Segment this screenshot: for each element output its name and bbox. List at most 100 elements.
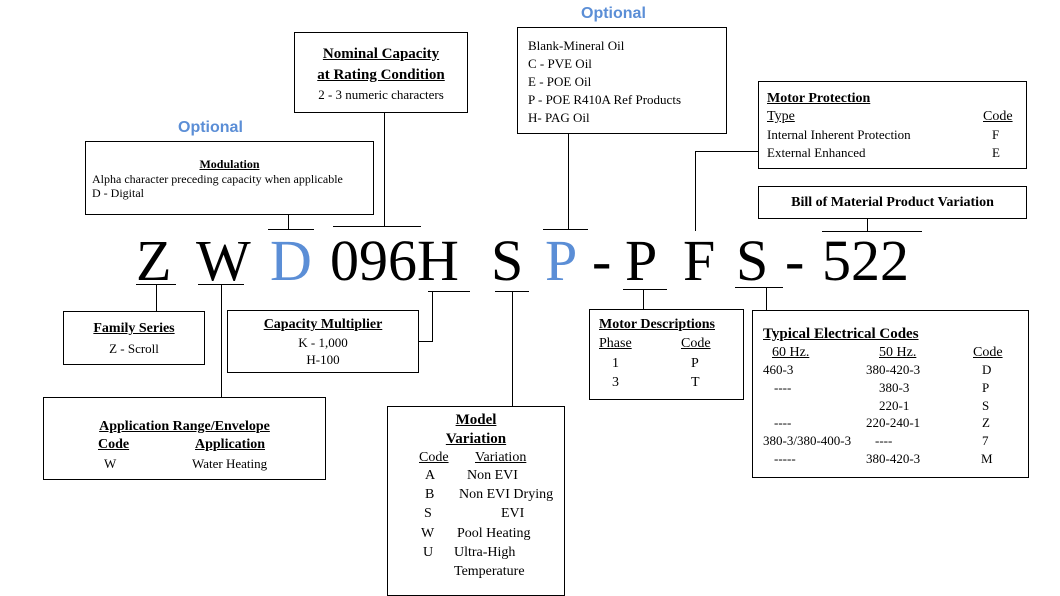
code-underline — [428, 291, 470, 292]
electrical-code: 7 — [982, 433, 989, 448]
capacity-multiplier-title: Capacity Multiplier — [263, 317, 383, 332]
electrical-50hz: 380-420-3 — [866, 362, 921, 377]
nominal-capacity-box: Nominal Capacity at Rating Condition 2 -… — [294, 32, 468, 113]
nominal-capacity-title: Nominal Capacity — [322, 46, 440, 62]
code-underline — [268, 229, 314, 230]
code-underline — [822, 231, 922, 232]
connector-line — [512, 291, 513, 406]
motor-descriptions-phase-header: Phase — [599, 336, 632, 351]
model-variation-var-header: Variation — [475, 450, 527, 465]
nominal-capacity-desc: 2 - 3 numeric characters — [318, 87, 444, 102]
code-char-family: Z — [136, 228, 172, 293]
electrical-60hz: 380-3/380-400-3 — [763, 433, 852, 448]
code-char-oil: P — [545, 228, 578, 293]
motor-protection-type: External Enhanced — [767, 145, 866, 160]
code-char-bom: 522 — [822, 228, 909, 293]
code-char-modulation: D — [270, 228, 312, 293]
nominal-capacity-subtitle: at Rating Condition — [317, 67, 445, 83]
connector-line — [766, 287, 767, 311]
electrical-60hz-header: 60 Hz. — [772, 345, 810, 360]
code-char-dash: - — [592, 228, 612, 293]
connector-line — [418, 341, 433, 342]
connector-line — [695, 151, 758, 152]
electrical-code: P — [982, 380, 990, 395]
connector-line — [695, 151, 696, 231]
motor-protection-code: F — [992, 127, 1000, 142]
oil-box: Blank-Mineral Oil C - PVE Oil E - POE Oi… — [517, 27, 727, 134]
motor-protection-title: Motor Protection — [767, 91, 871, 106]
application-code-header: Code — [98, 437, 130, 452]
application-name: Water Heating — [192, 456, 268, 471]
electrical-code: D — [982, 362, 992, 377]
model-variation-box: Model Variation Code Variation A Non EVI… — [387, 406, 565, 596]
bom-box: Bill of Material Product Variation — [758, 186, 1027, 219]
modulation-digital: D - Digital — [92, 186, 144, 200]
connector-line — [156, 284, 157, 311]
code-underline — [543, 229, 588, 230]
model-variation-code: B — [425, 487, 435, 502]
electrical-60hz: ---- — [774, 380, 792, 395]
modulation-box: Modulation Alpha character preceding cap… — [85, 141, 374, 215]
model-variation-code: U — [423, 545, 434, 560]
optional-label-modulation: Optional — [178, 119, 243, 136]
code-char-application: W — [196, 228, 251, 293]
model-variation-name: Non EVI — [467, 468, 518, 483]
connector-line — [384, 112, 385, 227]
oil-item: C - PVE Oil — [528, 56, 592, 71]
model-variation-name: Non EVI Drying — [459, 487, 554, 502]
oil-item: E - POE Oil — [528, 74, 592, 89]
capacity-multiplier-h: H-100 — [306, 352, 340, 367]
motor-protection-box: Motor Protection Type Code Internal Inhe… — [758, 81, 1027, 169]
electrical-60hz: 460-3 — [763, 362, 794, 377]
model-variation-name: Pool Heating — [457, 526, 531, 541]
code-char-model-variation: S — [491, 228, 524, 293]
model-variation-name: EVI — [501, 506, 525, 521]
connector-line — [568, 134, 569, 229]
oil-item: Blank-Mineral Oil — [528, 38, 625, 53]
model-variation-code: A — [425, 468, 436, 483]
electrical-50hz: 220-1 — [879, 398, 910, 413]
motor-protection-type-header: Type — [767, 109, 795, 124]
motor-descriptions-phase: 1 — [612, 356, 619, 371]
electrical-code: S — [982, 398, 990, 413]
capacity-multiplier-k: K - 1,000 — [298, 335, 348, 350]
electrical-50hz: ---- — [875, 433, 893, 448]
electrical-50hz: 380-3 — [879, 380, 910, 395]
code-underline — [623, 289, 667, 290]
motor-descriptions-phase: 3 — [612, 375, 619, 390]
application-range-box: Application Range/Envelope Code Applicat… — [43, 397, 326, 480]
connector-line — [867, 218, 868, 232]
motor-descriptions-box: Motor Descriptions Phase Code 1 P 3 T — [589, 309, 744, 400]
motor-protection-type: Internal Inherent Protection — [767, 127, 911, 142]
motor-descriptions-code: P — [691, 356, 699, 371]
code-char-dash: - — [785, 228, 805, 293]
application-code: W — [104, 456, 117, 471]
connector-line — [432, 291, 433, 341]
connector-line — [288, 214, 289, 230]
motor-descriptions-code: T — [691, 375, 700, 390]
connector-line — [221, 284, 222, 398]
electrical-50hz: 380-420-3 — [866, 451, 921, 466]
code-underline — [333, 226, 421, 227]
model-variation-name: Temperature — [454, 564, 525, 579]
optional-label-oil: Optional — [581, 5, 646, 22]
electrical-code: Z — [982, 415, 990, 430]
code-char-motor: P — [625, 228, 658, 293]
motor-protection-code: E — [992, 145, 1000, 160]
family-series-value: Z - Scroll — [109, 341, 159, 356]
oil-item: P - POE R410A Ref Products — [528, 92, 681, 107]
connector-line — [643, 289, 644, 309]
oil-item: H- PAG Oil — [528, 110, 590, 125]
electrical-50hz: 220-240-1 — [866, 415, 921, 430]
model-variation-subtitle: Variation — [445, 431, 507, 447]
electrical-codes-box: Typical Electrical Codes 60 Hz. 50 Hz. C… — [752, 310, 1029, 478]
motor-protection-code-header: Code — [983, 109, 1013, 124]
code-char-protection: F — [683, 228, 716, 293]
model-variation-code: S — [424, 506, 432, 521]
electrical-50hz-header: 50 Hz. — [879, 345, 917, 360]
application-range-title: Application Range/Envelope — [99, 419, 270, 434]
code-char-capacity: 096H — [330, 228, 459, 293]
model-variation-code-header: Code — [419, 450, 449, 465]
motor-descriptions-code-header: Code — [681, 336, 711, 351]
model-variation-title: Model — [455, 412, 497, 428]
